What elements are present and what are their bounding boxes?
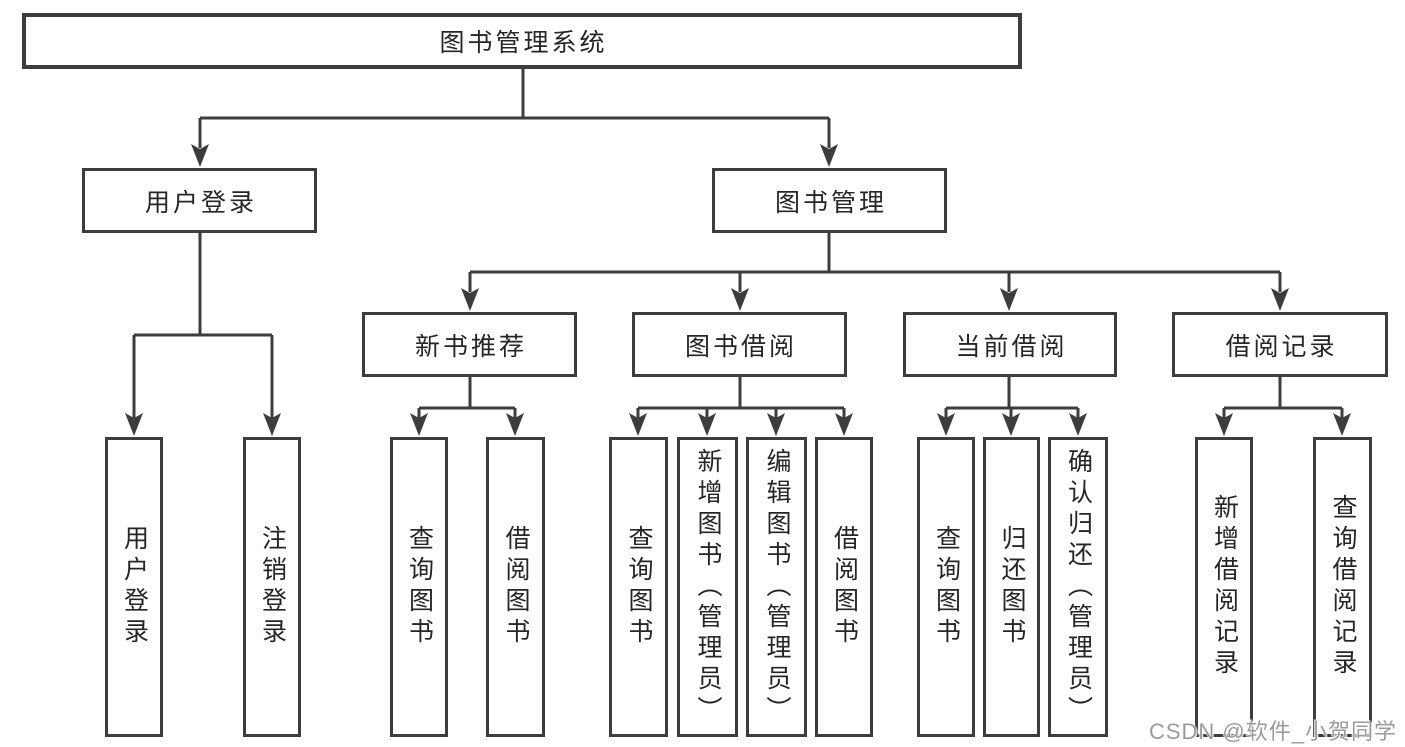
- leaf-add-borrow-record-label: 新增借阅记录: [1210, 494, 1239, 680]
- leaf-query-books-label: 查询图书: [625, 525, 653, 649]
- leaf-user-login-label: 用户登录: [120, 525, 149, 649]
- leaf-return-books: 归还图书: [983, 437, 1040, 737]
- node-user-login: 用户登录: [82, 168, 317, 233]
- node-root-label: 图书管理系统: [439, 29, 608, 57]
- node-new-book-recommend-label: 新书推荐: [414, 332, 527, 361]
- node-book-management-label: 图书管理: [774, 188, 887, 217]
- node-new-book-recommend: 新书推荐: [362, 312, 577, 377]
- leaf-borrow-books: 借阅图书: [486, 437, 545, 737]
- leaf-query-books-label: 查询图书: [405, 525, 434, 649]
- node-current-borrowing: 当前借阅: [903, 312, 1117, 377]
- leaf-logout: 注销登录: [243, 437, 301, 737]
- leaf-borrow-books: 借阅图书: [815, 437, 873, 737]
- leaf-logout-label: 注销登录: [258, 525, 287, 649]
- leaf-add-books-admin: 新增图书（管理员）: [677, 437, 738, 737]
- node-book-borrowing: 图书借阅: [632, 312, 847, 377]
- leaf-edit-books-admin-label: 编辑图书（管理员）: [763, 447, 791, 727]
- leaf-return-books-label: 归还图书: [998, 525, 1026, 649]
- leaf-add-books-admin-label: 新增图书（管理员）: [694, 447, 722, 727]
- leaf-query-books-label: 查询图书: [932, 525, 961, 649]
- leaf-query-books: 查询图书: [390, 437, 448, 737]
- node-user-login-label: 用户登录: [144, 188, 257, 217]
- node-root: 图书管理系统: [22, 13, 1022, 69]
- leaf-borrow-books-label: 借阅图书: [830, 525, 859, 649]
- leaf-query-borrow-record-label: 查询借阅记录: [1329, 494, 1357, 680]
- node-book-management: 图书管理: [712, 168, 947, 233]
- leaf-confirm-return-admin: 确认归还（管理员）: [1048, 437, 1108, 737]
- watermark: CSDN @软件_小贺同学: [1148, 719, 1397, 744]
- leaf-add-borrow-record: 新增借阅记录: [1195, 437, 1253, 737]
- node-borrowing-records: 借阅记录: [1172, 312, 1388, 377]
- node-current-borrowing-label: 当前借阅: [955, 332, 1068, 361]
- leaf-edit-books-admin: 编辑图书（管理员）: [746, 437, 807, 737]
- leaf-user-login: 用户登录: [105, 437, 163, 737]
- leaf-query-books: 查询图书: [917, 437, 975, 737]
- leaf-query-books: 查询图书: [609, 437, 668, 737]
- node-book-borrowing-label: 图书借阅: [684, 332, 797, 361]
- node-borrowing-records-label: 借阅记录: [1225, 332, 1338, 361]
- leaf-confirm-return-admin-label: 确认归还（管理员）: [1064, 447, 1093, 727]
- leaf-borrow-books-label: 借阅图书: [502, 525, 530, 649]
- leaf-query-borrow-record: 查询借阅记录: [1313, 437, 1372, 737]
